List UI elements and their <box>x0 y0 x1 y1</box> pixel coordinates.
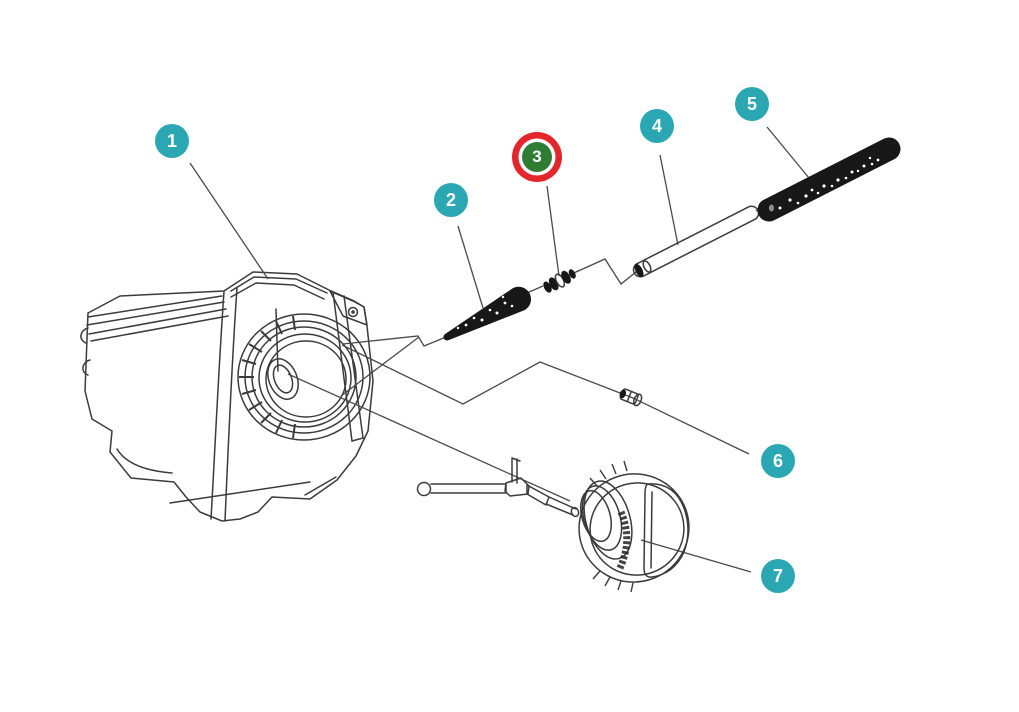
fuel-filter-part[interactable] <box>443 286 531 341</box>
fuel-pipe-part[interactable] <box>632 205 760 278</box>
leader-line-4 <box>659 154 679 246</box>
leader-line-7 <box>640 539 752 573</box>
callout-1[interactable]: 1 <box>155 124 189 158</box>
callout-6[interactable]: 6 <box>761 444 795 478</box>
leader-line-3 <box>546 185 560 277</box>
fuel-tank-part[interactable] <box>80 271 374 522</box>
fuel-cap-assembly-part[interactable] <box>416 457 702 595</box>
neck-ribbing <box>239 315 296 439</box>
callout-5[interactable]: 5 <box>735 87 769 121</box>
callout-4[interactable]: 4 <box>640 109 674 143</box>
callout-2[interactable]: 2 <box>434 183 468 217</box>
fuel-line-connector-part[interactable] <box>542 264 583 295</box>
grommet-part[interactable] <box>618 387 643 407</box>
fuel-hose-part[interactable] <box>757 137 901 222</box>
callout-3-highlighted[interactable]: 3 <box>522 142 552 172</box>
hose-texture <box>769 156 880 212</box>
leader-line-5 <box>766 126 810 179</box>
callout-leader-lines <box>189 126 810 573</box>
filter-texture <box>456 295 514 330</box>
cap-rim-hatches <box>589 460 634 593</box>
leader-line-2 <box>457 225 484 309</box>
callout-7[interactable]: 7 <box>761 559 795 593</box>
rod-ball <box>416 481 432 497</box>
leader-line-1 <box>189 162 269 280</box>
